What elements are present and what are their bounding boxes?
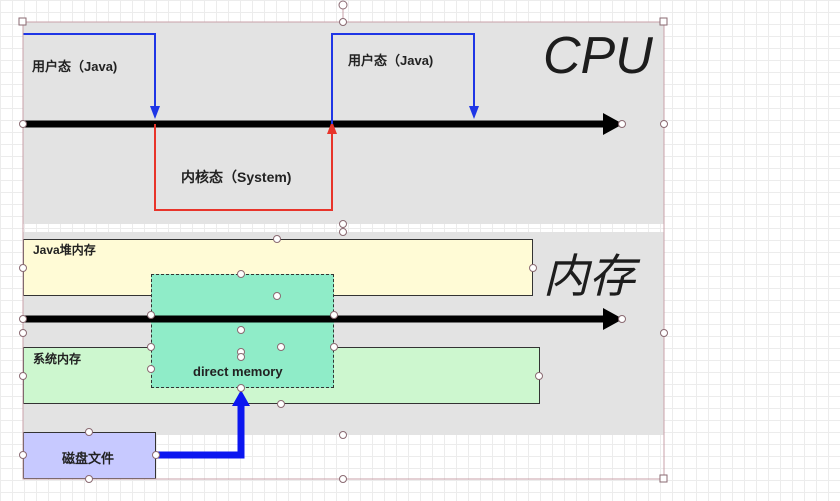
connection-point[interactable] (277, 343, 285, 351)
resize-handle-top-right[interactable] (659, 17, 668, 26)
user-mode-right-arrowhead (469, 106, 479, 119)
connection-point[interactable] (152, 451, 160, 459)
connection-point[interactable] (19, 451, 27, 459)
connection-point[interactable] (19, 264, 27, 272)
connection-point[interactable] (237, 353, 245, 361)
user-mode-right-line (331, 33, 475, 124)
java-heap-label: Java堆内存 (33, 243, 96, 257)
connection-point[interactable] (85, 475, 93, 483)
connection-point[interactable] (339, 228, 347, 236)
resize-handle-top-left[interactable] (18, 17, 27, 26)
connection-point[interactable] (529, 264, 537, 272)
connection-point[interactable] (330, 311, 338, 319)
connection-point[interactable] (273, 235, 281, 243)
connection-point[interactable] (19, 315, 27, 323)
kernel-mode-label: 内核态（System) (181, 169, 292, 185)
connection-point[interactable] (618, 315, 626, 323)
disk-file-label: 磁盘文件 (62, 451, 115, 466)
connection-point[interactable] (19, 329, 27, 337)
connection-point[interactable] (237, 326, 245, 334)
user-mode-left-line (23, 33, 156, 112)
connection-point[interactable] (330, 343, 338, 351)
connection-point[interactable] (273, 292, 281, 300)
connection-point[interactable] (237, 384, 245, 392)
user-mode-left-label: 用户态（Java) (32, 59, 118, 74)
connection-point[interactable] (277, 400, 285, 408)
cpu-timeline-arrowhead (603, 113, 623, 135)
user-mode-left-arrowhead (150, 106, 160, 119)
disk-to-direct-arrowhead (232, 390, 250, 406)
connection-point[interactable] (19, 120, 27, 128)
connection-point[interactable] (237, 270, 245, 278)
kernel-mode-line (154, 124, 333, 211)
disk-to-direct-arrow (156, 404, 245, 459)
connection-point[interactable] (147, 343, 155, 351)
connection-point[interactable] (147, 365, 155, 373)
connection-point[interactable] (339, 475, 347, 483)
connection-point[interactable] (660, 329, 668, 337)
connection-point[interactable] (85, 428, 93, 436)
system-memory-label: 系统内存 (33, 352, 82, 366)
direct-memory-label: direct memory (193, 364, 283, 379)
user-mode-right-label: 用户态（Java) (348, 53, 434, 68)
rotate-handle[interactable] (338, 0, 348, 10)
connection-point[interactable] (339, 18, 347, 26)
connection-point[interactable] (339, 431, 347, 439)
connection-point[interactable] (535, 372, 543, 380)
cpu-title: CPU (543, 27, 653, 85)
memory-title: 内存 (543, 250, 635, 302)
connection-point[interactable] (339, 220, 347, 228)
connection-point[interactable] (19, 372, 27, 380)
memory-timeline-arrowhead (603, 308, 623, 330)
resize-handle-bottom-right[interactable] (659, 474, 668, 483)
connection-point[interactable] (147, 311, 155, 319)
connection-point[interactable] (618, 120, 626, 128)
connection-point[interactable] (660, 120, 668, 128)
kernel-mode-arrowhead (327, 121, 337, 134)
